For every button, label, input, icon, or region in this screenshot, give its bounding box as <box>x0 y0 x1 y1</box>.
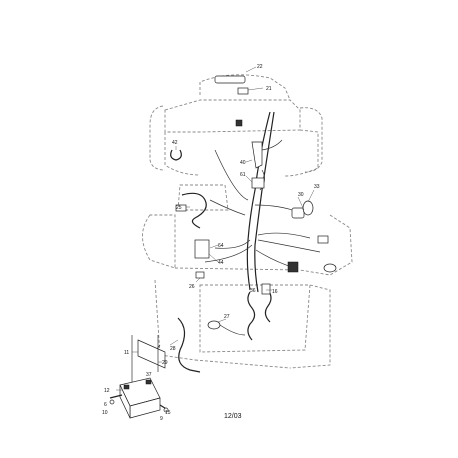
callout-22: 22 <box>257 64 263 70</box>
nut-part <box>109 399 115 405</box>
bracket-part <box>251 141 263 169</box>
plug-part <box>302 200 314 216</box>
battery-terminal-part <box>123 384 130 390</box>
callout-40: 40 <box>240 160 246 166</box>
callout-33: 33 <box>314 184 320 190</box>
callout-64: 64 <box>218 243 224 249</box>
callout-16: 16 <box>272 289 278 295</box>
rear-switch-part <box>261 283 271 295</box>
callouts: 22 21 42 40 61 30 33 25 64 44 26 27 28 3… <box>102 64 320 422</box>
nut-part <box>163 407 169 413</box>
rear-connector-part <box>207 320 221 330</box>
date-code: 12/03 <box>224 413 242 420</box>
relay-part <box>251 177 265 189</box>
callout-15: 15 <box>165 410 171 416</box>
module-part <box>194 239 210 259</box>
callout-61: 61 <box>240 172 246 178</box>
callout-9: 9 <box>160 416 163 422</box>
switch-part <box>291 207 305 219</box>
leader-lines <box>116 66 315 391</box>
small-connector-part <box>235 119 243 127</box>
callout-44: 44 <box>218 260 224 266</box>
callout-29: 29 <box>162 360 168 366</box>
callout-26: 26 <box>189 284 195 290</box>
top-connector-part <box>214 75 246 84</box>
right-connector-part <box>317 235 329 244</box>
bolt-part <box>109 394 123 399</box>
callout-6: 6 <box>104 402 107 408</box>
callout-10: 10 <box>102 410 108 416</box>
mower-outline <box>142 74 353 369</box>
callout-37: 37 <box>146 372 152 378</box>
callout-21: 21 <box>266 86 272 92</box>
callout-28: 28 <box>170 346 176 352</box>
callout-12: 12 <box>104 388 110 394</box>
callout-30: 30 <box>298 192 304 198</box>
right-plug-part <box>323 263 337 273</box>
ignition-part <box>237 87 249 95</box>
callout-11: 11 <box>124 350 129 356</box>
clip-part <box>195 271 205 279</box>
battery-terminal-part <box>145 379 152 385</box>
callout-42: 42 <box>172 140 178 146</box>
callout-25: 25 <box>176 205 182 211</box>
callout-36: 36 <box>250 288 256 294</box>
ring-terminal-part <box>170 149 182 161</box>
left-connector-part <box>175 204 187 212</box>
battery-bracket-part <box>137 339 166 369</box>
battery-front-part <box>119 384 131 419</box>
parts <box>109 75 337 419</box>
callout-27: 27 <box>224 314 230 320</box>
solenoid-part <box>287 261 299 273</box>
main-harness <box>151 111 321 373</box>
